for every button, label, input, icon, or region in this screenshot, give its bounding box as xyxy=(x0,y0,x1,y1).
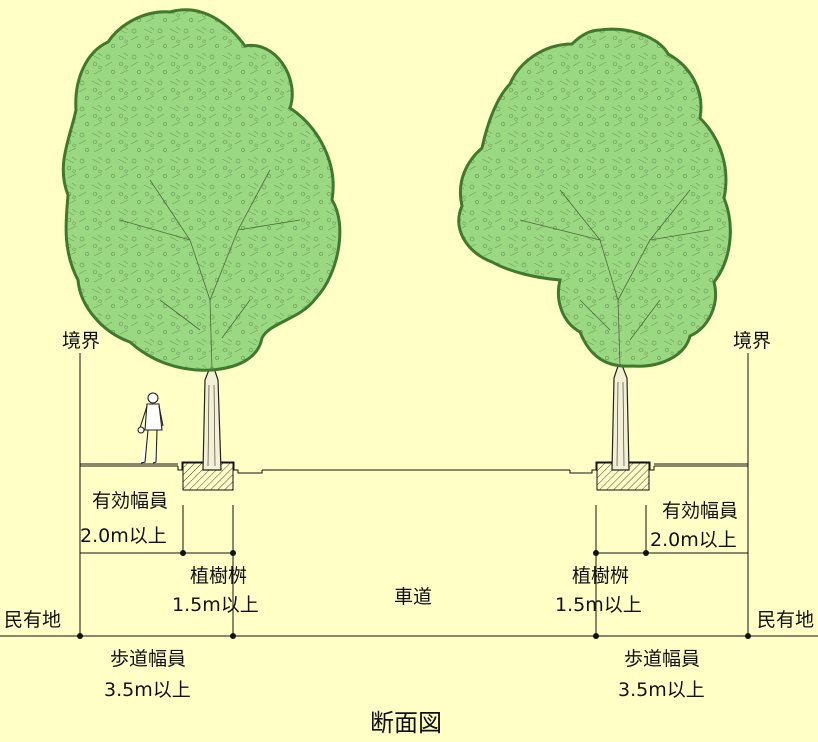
sidewalk-value-left: 3.5m以上 xyxy=(104,679,191,701)
street-tree-right xyxy=(457,27,732,471)
private-land-label-left: 民有地 xyxy=(4,609,61,631)
planter-title-left: 植樹桝 xyxy=(190,565,247,587)
effective-width-title-right: 有効幅員 xyxy=(662,500,738,522)
planter-value-left: 1.5m以上 xyxy=(172,594,259,616)
street-tree-left xyxy=(61,8,342,471)
effective-width-title-left: 有効幅員 xyxy=(92,490,168,512)
private-land-label-right: 民有地 xyxy=(757,609,814,631)
diagram-title: 断面図 xyxy=(370,709,442,737)
roadway-label: 車道 xyxy=(394,586,432,608)
baseline-node-3 xyxy=(593,633,599,639)
ground-profile xyxy=(80,461,748,474)
planter-title-right: 植樹桝 xyxy=(572,565,629,587)
sidewalk-title-left: 歩道幅員 xyxy=(110,648,186,670)
planter-value-right: 1.5m以上 xyxy=(555,594,642,616)
dimension-lines-right xyxy=(593,505,748,636)
boundary-label-right: 境界 xyxy=(733,330,771,352)
boundary-label-left: 境界 xyxy=(62,330,100,352)
effective-width-value-right: 2.0m以上 xyxy=(650,529,737,551)
sidewalk-value-right: 3.5m以上 xyxy=(618,679,705,701)
baseline-node-1 xyxy=(77,633,83,639)
pedestrian-figure xyxy=(137,392,164,464)
dimension-lines-left xyxy=(80,505,236,636)
baseline-node-4 xyxy=(745,633,751,639)
baseline-node-2 xyxy=(230,633,236,639)
sidewalk-title-right: 歩道幅員 xyxy=(624,648,700,670)
effective-width-value-left: 2.0m以上 xyxy=(80,525,167,547)
